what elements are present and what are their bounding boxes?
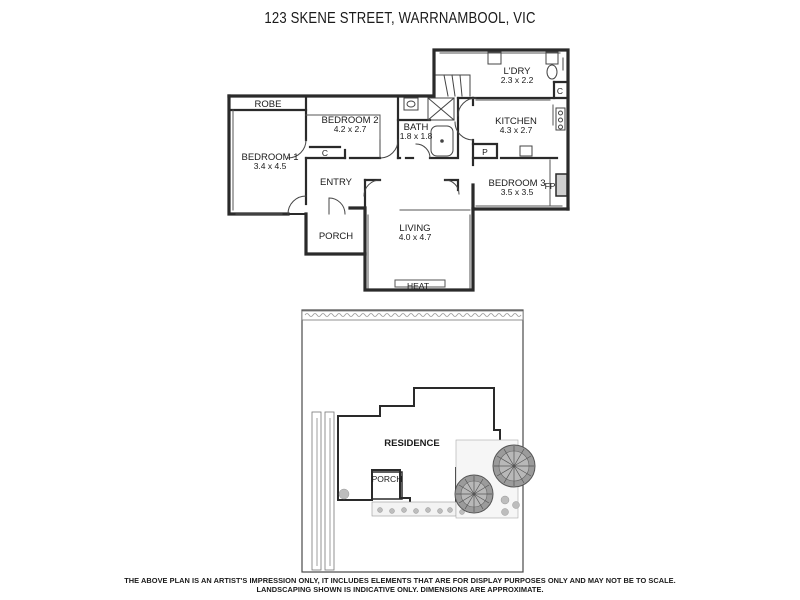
label-living: LIVING [399,223,430,234]
toilet-cistern-icon [545,51,559,65]
driveway [311,411,335,571]
bath-fixtures [403,97,455,157]
label-bedroom-2: BEDROOM 2 [321,115,378,126]
dims-bath: 1.8 x 1.8 [400,131,433,141]
toilet-icon [546,64,558,80]
bathtub-icon [430,125,454,157]
dims-bedroom-3: 3.5 x 3.5 [501,187,534,197]
label-robe: ROBE [255,99,282,110]
dims-laundry: 2.3 x 2.2 [501,75,534,85]
laundry-fixtures [487,51,564,80]
dims-bedroom-2: 4.2 x 2.7 [334,124,367,134]
steps [435,74,471,97]
label-entry: ENTRY [320,177,353,188]
shrubs [338,488,520,516]
interior-walls [227,73,570,210]
room-labels: ROBE BEDROOM 1 3.4 x 4.5 BEDROOM 2 4.2 x… [241,66,563,291]
floor-plan [227,48,570,292]
garden-bed-front [371,501,457,517]
tree-icon [492,444,536,488]
site-boundary [301,309,524,573]
label-cupboard-bed2: C [322,148,328,158]
hedge-top [301,310,524,321]
label-laundry: L'DRY [504,66,532,77]
dims-bedroom-1: 3.4 x 4.5 [254,161,287,171]
label-porch: PORCH [319,231,353,242]
window-lines [232,52,563,289]
label-kitchen: KITCHEN [495,116,537,127]
dims-kitchen: 4.3 x 2.7 [500,125,533,135]
label-cupboard-laundry: C [557,86,563,96]
site-plan: RESIDENCE PORCH [301,309,536,573]
tree-icon [454,474,494,514]
disclaimer-line-2: LANDSCAPING SHOWN IS INDICATIVE ONLY. DI… [256,585,544,594]
label-residence: RESIDENCE [384,438,439,449]
label-pantry: P [482,147,488,157]
shower-icon [427,97,455,121]
trees [454,444,536,514]
trough-icon [487,51,502,65]
label-fireplace: FP [545,181,556,191]
basin-icon [403,97,419,111]
dims-living: 4.0 x 4.7 [399,232,432,242]
label-bedroom-1: BEDROOM 1 [241,152,298,163]
kitchen-fixtures [519,107,566,157]
site-porch [371,471,403,500]
label-heater: HEAT [407,281,429,291]
cooktop-icon [555,107,566,131]
fireplace-icon [555,173,568,197]
label-bedroom-3: BEDROOM 3 [488,178,545,189]
plan-title: 123 SKENE STREET, WARRNAMBOOL, VIC [264,10,536,27]
label-site-porch: PORCH [372,474,403,484]
label-bath: BATH [404,122,429,133]
sink-icon [519,145,533,157]
door-swings [287,97,477,215]
disclaimer-line-1: THE ABOVE PLAN IS AN ARTIST'S IMPRESSION… [124,576,676,585]
